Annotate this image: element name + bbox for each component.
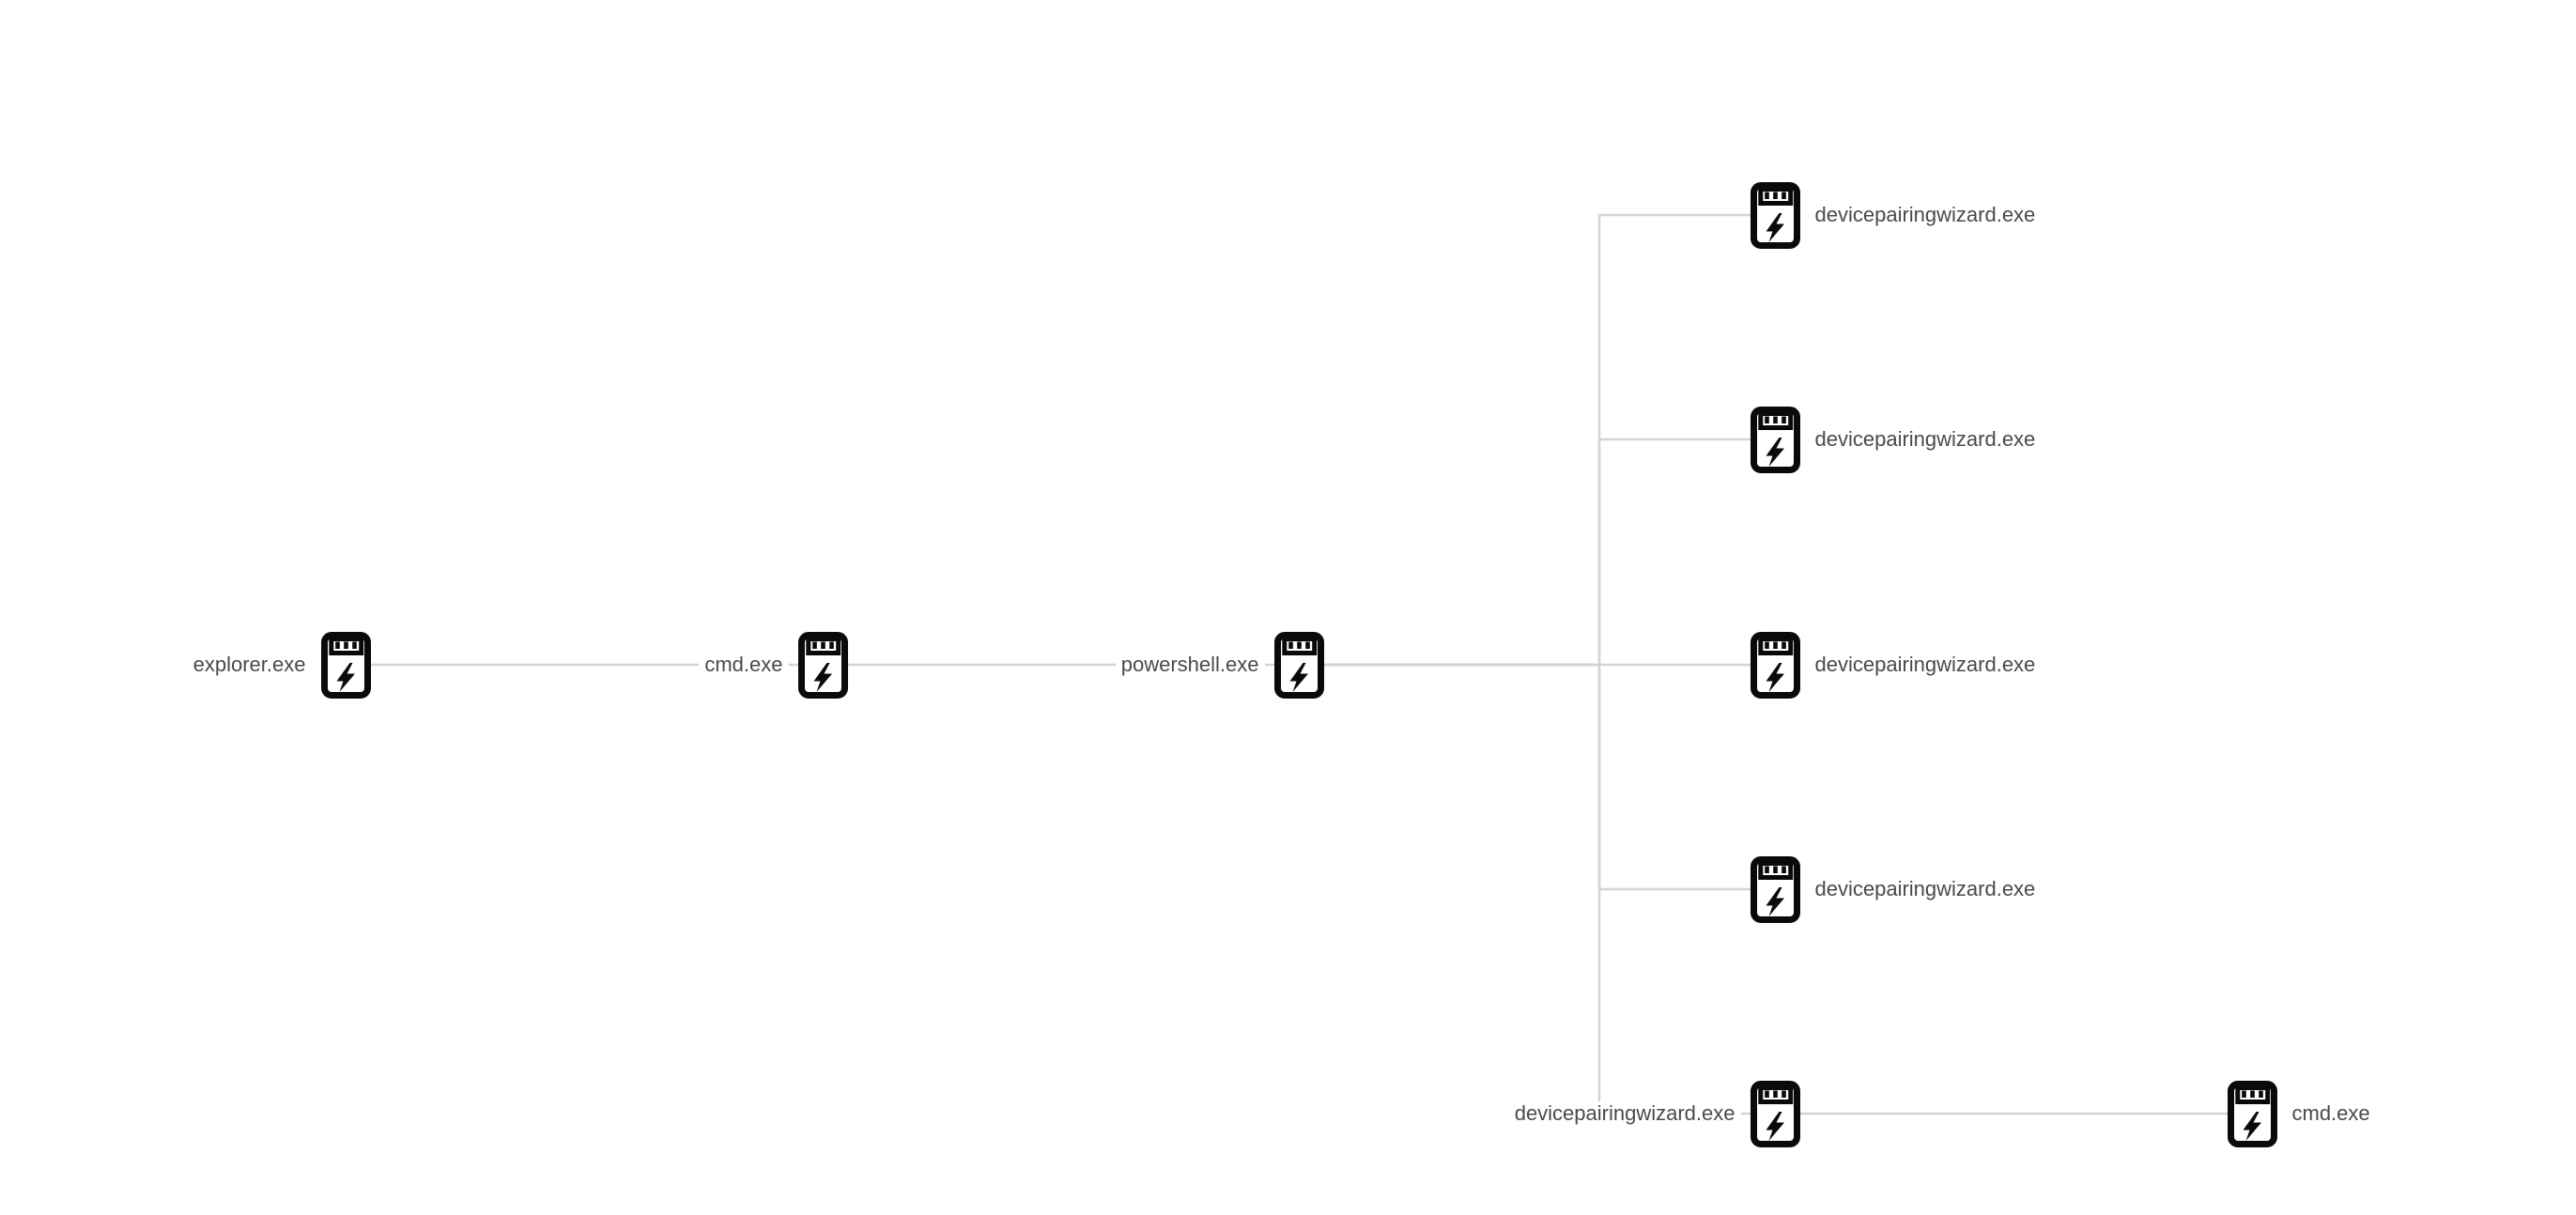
edge-powershell-to-dpw1 <box>1299 213 1775 667</box>
edge-powershell-to-dpw2 <box>1299 438 1775 667</box>
process-label-dpw3[interactable]: devicepairingwizard.exe <box>1809 653 2042 677</box>
process-power-bolt-icon[interactable] <box>1273 631 1324 699</box>
process-power-bolt-icon[interactable] <box>1750 181 1800 249</box>
process-power-bolt-icon[interactable] <box>1750 855 1800 923</box>
edge-powershell-to-dpw4 <box>1299 663 1775 891</box>
process-label-dpw4[interactable]: devicepairingwizard.exe <box>1809 877 2042 901</box>
process-label-dpw2[interactable]: devicepairingwizard.exe <box>1809 427 2042 452</box>
process-power-bolt-icon[interactable] <box>1750 406 1800 473</box>
process-power-bolt-icon[interactable] <box>1750 1080 1800 1147</box>
process-power-bolt-icon[interactable] <box>1750 631 1800 699</box>
process-label-dpw5[interactable]: devicepairingwizard.exe <box>1508 1101 1741 1126</box>
process-label-dpw1[interactable]: devicepairingwizard.exe <box>1809 203 2042 227</box>
process-power-bolt-icon[interactable] <box>2227 1080 2277 1147</box>
edge-powershell-to-dpw5 <box>1299 663 1775 1115</box>
process-power-bolt-icon[interactable] <box>797 631 848 699</box>
process-label-explorer[interactable]: explorer.exe <box>187 653 312 677</box>
process-label-cmd2[interactable]: cmd.exe <box>2286 1101 2376 1126</box>
process-power-bolt-icon[interactable] <box>320 631 371 699</box>
process-label-cmd1[interactable]: cmd.exe <box>699 653 789 677</box>
process-label-powershell[interactable]: powershell.exe <box>1115 653 1265 677</box>
